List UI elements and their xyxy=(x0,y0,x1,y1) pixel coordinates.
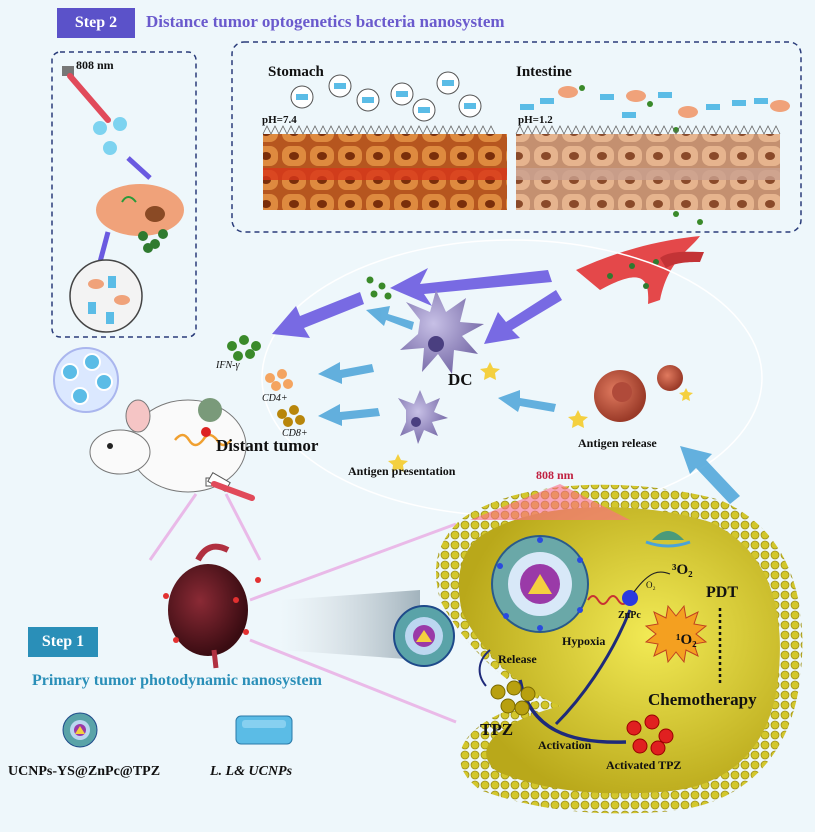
arrow-znpc-to-o2 xyxy=(633,571,671,593)
arrow-release xyxy=(478,649,491,687)
o2-singlet-label: ¹O₂ xyxy=(676,632,697,648)
stomach-label: Stomach xyxy=(268,64,324,80)
o2-burst xyxy=(644,604,708,664)
o2-small-label: O₂ xyxy=(646,580,656,590)
tpz-molecules xyxy=(490,680,536,716)
green-organelle xyxy=(645,531,691,548)
dendritic-cell xyxy=(400,290,484,374)
step2-badge: Step 2 xyxy=(57,8,135,38)
step1-badge: Step 1 xyxy=(28,627,98,657)
pdt-label: PDT xyxy=(706,584,738,601)
intestine-label: Intestine xyxy=(516,64,572,80)
blue-arrows xyxy=(318,306,740,504)
step2-title: Distance tumor optogenetics bacteria nan… xyxy=(146,12,505,31)
blood-vessel xyxy=(576,236,704,304)
znpc-molecule xyxy=(622,590,638,606)
star-icon xyxy=(388,454,408,472)
antigen-presenting-cell xyxy=(398,390,448,444)
cd4-label: CD4+ xyxy=(262,393,288,404)
laser-panel-box xyxy=(51,51,197,338)
ph-intestine-label: pH=1.2 xyxy=(518,114,553,126)
star-icon xyxy=(568,410,588,428)
primary-tumor xyxy=(163,543,261,669)
antigen-release-label: Antigen release xyxy=(578,436,657,450)
gut-panel-box xyxy=(231,41,802,233)
arrow-cytokines-to-ifn xyxy=(272,292,364,338)
star-icon xyxy=(679,388,693,401)
nanoparticle-in-cell xyxy=(491,535,589,633)
legend-nano-label: UCNPs-YS@ZnPc@TPZ xyxy=(8,764,161,779)
tumor-cell-large xyxy=(594,370,646,422)
cd4-cluster xyxy=(265,369,293,391)
cd8-label: CD8+ xyxy=(282,428,308,439)
tpz-label: TPZ xyxy=(480,720,514,739)
nanoparticle-moving xyxy=(393,605,455,667)
chemotherapy-label: Chemotherapy xyxy=(648,690,757,709)
dc-label: DC xyxy=(448,370,473,389)
bacterium-cell xyxy=(96,184,184,253)
release-label: Release xyxy=(498,652,537,666)
mouse-illustration xyxy=(53,347,255,501)
wavy-energy-line xyxy=(587,595,629,605)
laser-emitter-icon xyxy=(62,66,111,123)
arrow-to-capsule xyxy=(97,231,111,263)
light-rays xyxy=(148,493,457,724)
ifn-label: IFN-γ xyxy=(216,360,240,371)
laser-beam-top xyxy=(470,484,630,520)
activated-tpz-label: Activated TPZ xyxy=(606,758,682,772)
arrow-vessel-to-dc xyxy=(484,290,562,344)
legend-bacteria-label: L. L& UCNPs xyxy=(210,764,293,779)
distant-tumor-label: Distant tumor xyxy=(216,436,319,455)
znpc-label: ZnPc xyxy=(618,610,641,621)
cytokine-dots xyxy=(366,276,392,300)
legend-nanoparticle-icon xyxy=(62,712,98,748)
activated-tpz-molecules xyxy=(626,714,674,756)
antigen-presentation-label: Antigen presentation xyxy=(348,464,456,478)
step1-title: Primary tumor photodynamic nanosystem xyxy=(32,672,322,689)
arrow-vessel-to-cytokines xyxy=(390,268,552,306)
o2-triplet-label: ³O₂ xyxy=(672,562,693,578)
cd8-cluster xyxy=(277,405,305,427)
laser-label-step1: 808 nm xyxy=(536,468,574,482)
particle-beam xyxy=(280,590,420,660)
ifn-cluster xyxy=(227,335,261,361)
ucnp-particles xyxy=(93,117,127,155)
laser-label-step2: 808 nm xyxy=(76,58,114,72)
hypoxia-label: Hypoxia xyxy=(562,634,606,648)
arrow-hypoxia-activation xyxy=(554,609,632,726)
tumor-cell-small xyxy=(657,365,683,391)
activation-label: Activation xyxy=(538,738,592,752)
arrow-to-bacterium xyxy=(126,156,152,180)
intestine-bacteria xyxy=(520,85,790,225)
legend-bacteria-icon xyxy=(235,715,293,745)
ph-stomach-label: pH=7.4 xyxy=(262,114,297,126)
star-icon xyxy=(480,362,500,380)
capsule-bacteria-circle xyxy=(69,259,143,333)
